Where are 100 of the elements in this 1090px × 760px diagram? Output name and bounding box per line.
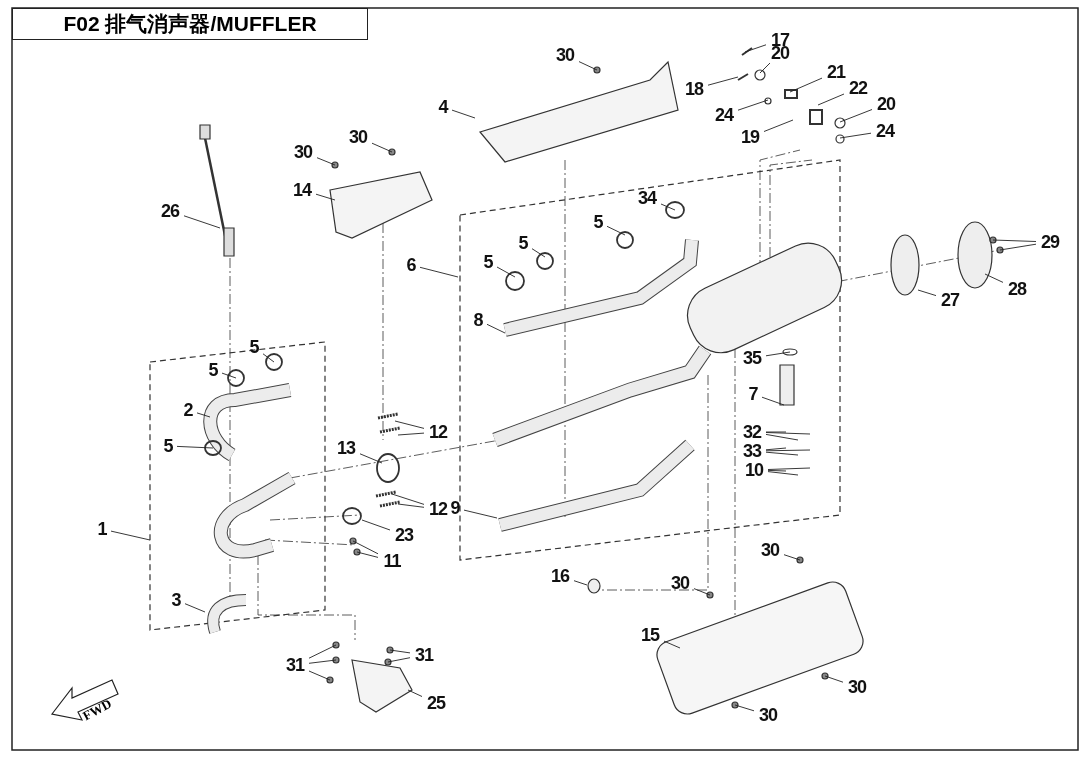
leader-line xyxy=(356,551,379,558)
leader-line xyxy=(765,447,787,451)
leader-line xyxy=(999,243,1037,251)
callout-number: 27 xyxy=(941,290,959,310)
leader-line xyxy=(817,93,845,106)
direction-label: FWD xyxy=(80,695,115,725)
leader-line xyxy=(176,445,214,449)
callout-number: 5 xyxy=(518,233,528,253)
leader-line xyxy=(316,157,336,166)
callout-number: 9 xyxy=(450,498,460,518)
leader-line xyxy=(394,420,425,429)
leader-line xyxy=(765,451,799,456)
callout-number: 23 xyxy=(395,525,413,545)
leader-line xyxy=(765,431,787,433)
leader-line xyxy=(308,659,337,664)
callout-number: 14 xyxy=(293,180,311,200)
leader-line xyxy=(693,588,711,596)
leader-line xyxy=(737,99,769,111)
leader-line xyxy=(767,467,811,470)
callout-number: 19 xyxy=(741,127,759,147)
callout-number: 3 xyxy=(171,590,181,610)
leader-line xyxy=(308,644,337,659)
leader-line xyxy=(573,580,588,586)
leader-line xyxy=(767,469,787,472)
leader-line xyxy=(663,640,681,649)
callout-number: 30 xyxy=(349,127,367,147)
title: F02 排气消声器/MUFFLER xyxy=(12,8,368,40)
leader-line xyxy=(744,44,767,53)
leader-line xyxy=(221,372,237,379)
callout-number: 5 xyxy=(208,360,218,380)
callout-number: 20 xyxy=(877,94,895,114)
callout-number: 6 xyxy=(406,255,416,275)
callout-number: 28 xyxy=(1008,279,1026,299)
callout-number: 30 xyxy=(848,677,866,697)
leader-line xyxy=(763,119,794,132)
callout-number: 31 xyxy=(286,655,304,675)
callout-number: 4 xyxy=(438,97,448,117)
leader-line xyxy=(734,704,755,712)
leader-line xyxy=(606,225,626,236)
leader-line xyxy=(361,519,391,531)
leader-line xyxy=(407,689,423,697)
callout-number: 5 xyxy=(593,212,603,232)
leader-line xyxy=(183,215,221,229)
leader-line xyxy=(451,109,476,119)
leader-line xyxy=(352,540,379,555)
callout-number: 25 xyxy=(427,693,445,713)
leader-line xyxy=(371,142,393,153)
callout-number: 30 xyxy=(671,573,689,593)
leader-line xyxy=(486,323,506,334)
callout-number: 7 xyxy=(748,384,758,404)
leader-line xyxy=(397,503,425,508)
callout-number: 1 xyxy=(97,519,107,539)
callout-number: 35 xyxy=(743,348,761,368)
leader-line xyxy=(389,649,411,654)
callout-number: 13 xyxy=(337,438,355,458)
leader-line xyxy=(839,109,873,123)
callout-number: 5 xyxy=(483,252,493,272)
leader-line xyxy=(765,449,811,452)
leader-line xyxy=(992,239,1037,242)
leader-line xyxy=(761,396,785,406)
leader-line xyxy=(765,433,799,441)
callout-number: 26 xyxy=(161,201,179,221)
callout-number: 30 xyxy=(761,540,779,560)
leader-line xyxy=(262,353,275,363)
callout-number: 31 xyxy=(415,645,433,665)
leader-line xyxy=(110,530,151,541)
callout-number: 34 xyxy=(638,188,656,208)
leader-line xyxy=(387,657,411,663)
leader-line xyxy=(359,453,383,464)
leader-line xyxy=(308,670,331,681)
leader-line xyxy=(184,603,206,613)
callout-number: 12 xyxy=(429,422,447,442)
leader-line xyxy=(660,203,676,211)
callout-number: 30 xyxy=(759,705,777,725)
callout-number: 5 xyxy=(163,436,173,456)
callout-number: 29 xyxy=(1041,232,1059,252)
leader-line xyxy=(783,554,801,561)
callout-number: 16 xyxy=(551,566,569,586)
callout-number: 30 xyxy=(556,45,574,65)
callout-number: 18 xyxy=(685,79,703,99)
leader-line xyxy=(463,509,498,519)
leader-line xyxy=(315,193,336,201)
callout-number: 22 xyxy=(849,78,867,98)
callout-number: 24 xyxy=(876,121,894,141)
leader-line xyxy=(397,432,425,436)
callout-number: 8 xyxy=(473,310,483,330)
leader-line xyxy=(419,266,459,278)
callout-number: 30 xyxy=(294,142,312,162)
callout-number: 11 xyxy=(383,551,401,571)
leader-line xyxy=(391,493,425,505)
leader-line xyxy=(707,76,739,86)
callout-number: 12 xyxy=(429,499,447,519)
leader-line xyxy=(531,248,546,258)
leader-line xyxy=(824,675,844,683)
callout-number: 15 xyxy=(641,625,659,645)
leader-line xyxy=(789,77,823,93)
leader-line xyxy=(984,273,1004,283)
leader-line xyxy=(496,266,516,278)
callout-number: 5 xyxy=(249,337,259,357)
callout-number: 24 xyxy=(715,105,733,125)
